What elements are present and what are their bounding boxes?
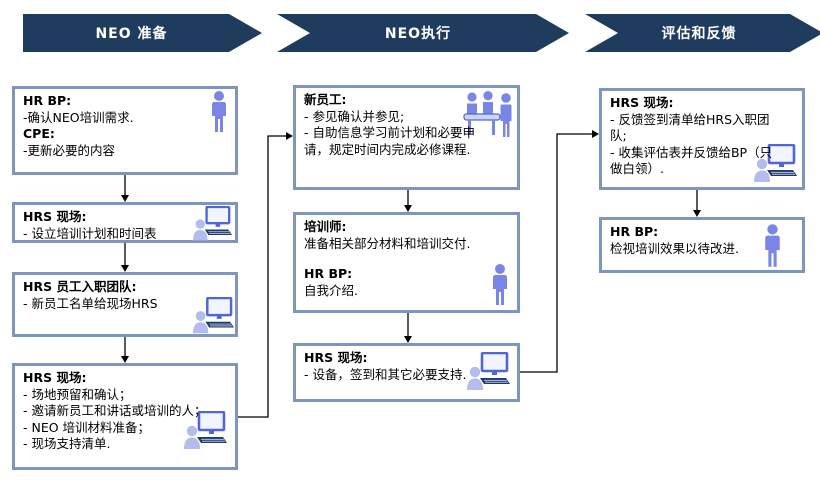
box-line: 自我介绍. xyxy=(304,282,358,298)
flow-box-prep-confirm: HR BP: -确认NEO培训需求. CPE: -更新必要的内容 xyxy=(12,86,238,175)
box-heading: HRS 现场: xyxy=(610,95,674,110)
box-heading: HRS 现场: xyxy=(304,350,368,365)
arrow-prep1-to-prep2 xyxy=(121,175,129,202)
box-line: 检视培训效果以待改进. xyxy=(610,240,739,256)
box-line: - 新员工名单给现场HRS xyxy=(23,295,158,311)
arrow-exec2-to-exec3 xyxy=(404,313,412,343)
box-line: - NEO 培训材料准备； xyxy=(23,419,151,435)
box-heading: HRS 现场: xyxy=(23,370,87,385)
box-heading: HRS 员工入职团队: xyxy=(23,279,137,294)
box-line: 准备相关部分材料和培训交付. xyxy=(304,235,471,251)
box-line: - 场地预留和确认； xyxy=(23,386,132,402)
box-heading: 培训师: xyxy=(304,219,347,234)
box-line: -确认NEO培训需求. xyxy=(23,109,134,125)
arrow-exec1-to-exec2 xyxy=(404,190,412,212)
flow-box-prep-schedule: HRS 现场: - 设立培训计划和时间表 xyxy=(12,202,238,243)
flow-box-exec-newhire: 新员工: - 参见确认并参见; - 自助信息学习前计划和必要申请，规定时间内完成… xyxy=(293,85,520,190)
flow-box-eval-review: HR BP: 检视培训效果以待改进. xyxy=(599,217,805,273)
person-icon xyxy=(212,91,226,132)
box-line: -更新必要的内容 xyxy=(23,142,116,158)
computer-user-icon xyxy=(193,297,234,334)
person-icon xyxy=(765,224,780,267)
box-line: - 反馈签到清单给HRS入职团队; xyxy=(610,111,770,144)
phase-banner-label: 评估和反馈 xyxy=(661,26,737,42)
connector-exec3-to-eval1 xyxy=(520,130,599,373)
arrow-eval1-to-eval2 xyxy=(693,190,701,217)
computer-user-icon xyxy=(184,411,227,449)
flow-box-eval-feedback: HRS 现场: - 反馈签到清单给HRS入职团队; - 收集评估表并反馈给BP（… xyxy=(599,88,805,190)
box-heading: HR BP: xyxy=(23,93,72,108)
flow-box-prep-namelist: HRS 员工入职团队: - 新员工名单给现场HRS xyxy=(12,272,238,337)
arrow-prep2-to-prep3 xyxy=(121,243,129,272)
box-line: - 设备，签到和其它必要支持. xyxy=(304,366,467,382)
person-icon xyxy=(493,264,507,305)
flow-box-prep-logistics: HRS 现场: - 场地预留和确认； - 邀请新员工和讲话或培训的人； - NE… xyxy=(12,363,238,470)
flow-box-exec-support: HRS 现场: - 设备，签到和其它必要支持. xyxy=(293,343,520,402)
phase-banner-neo-preparation: NEO 准备 xyxy=(23,14,262,52)
box-line: - 自助信息学习前计划和必要申请，规定时间内完成必修课程. xyxy=(304,125,475,157)
computer-user-icon xyxy=(467,352,510,390)
box-heading: 新员工: xyxy=(304,92,347,107)
phase-banner-label: NEO 准备 xyxy=(95,26,168,42)
flow-box-exec-trainer: 培训师: 准备相关部分材料和培训交付. HR BP: 自我介绍. xyxy=(293,212,520,313)
box-line: - 参见确认并参见; xyxy=(304,108,405,124)
box-heading: CPE: xyxy=(23,126,55,141)
phase-banner-label: NEO执行 xyxy=(384,26,452,42)
connector-prep4-to-exec1 xyxy=(238,132,293,418)
phase-banner-evaluation-feedback: 评估和反馈 xyxy=(585,14,820,52)
box-heading: HR BP: xyxy=(304,266,353,281)
meeting-group-icon xyxy=(463,91,512,137)
box-line: - 邀请新员工和讲话或培训的人； xyxy=(23,403,207,418)
box-line: - 现场支持清单. xyxy=(23,436,111,451)
box-line: - 收集评估表并反馈给BP（只做白领）. xyxy=(610,144,773,177)
phase-banner-neo-execution: NEO执行 xyxy=(277,14,569,52)
computer-user-icon xyxy=(193,206,232,241)
computer-user-icon xyxy=(754,144,797,182)
box-heading: HRS 现场: xyxy=(23,209,87,224)
box-heading: HR BP: xyxy=(610,224,659,239)
box-line: - 设立培训计划和时间表 xyxy=(23,225,157,241)
arrow-prep3-to-prep4 xyxy=(121,337,129,363)
